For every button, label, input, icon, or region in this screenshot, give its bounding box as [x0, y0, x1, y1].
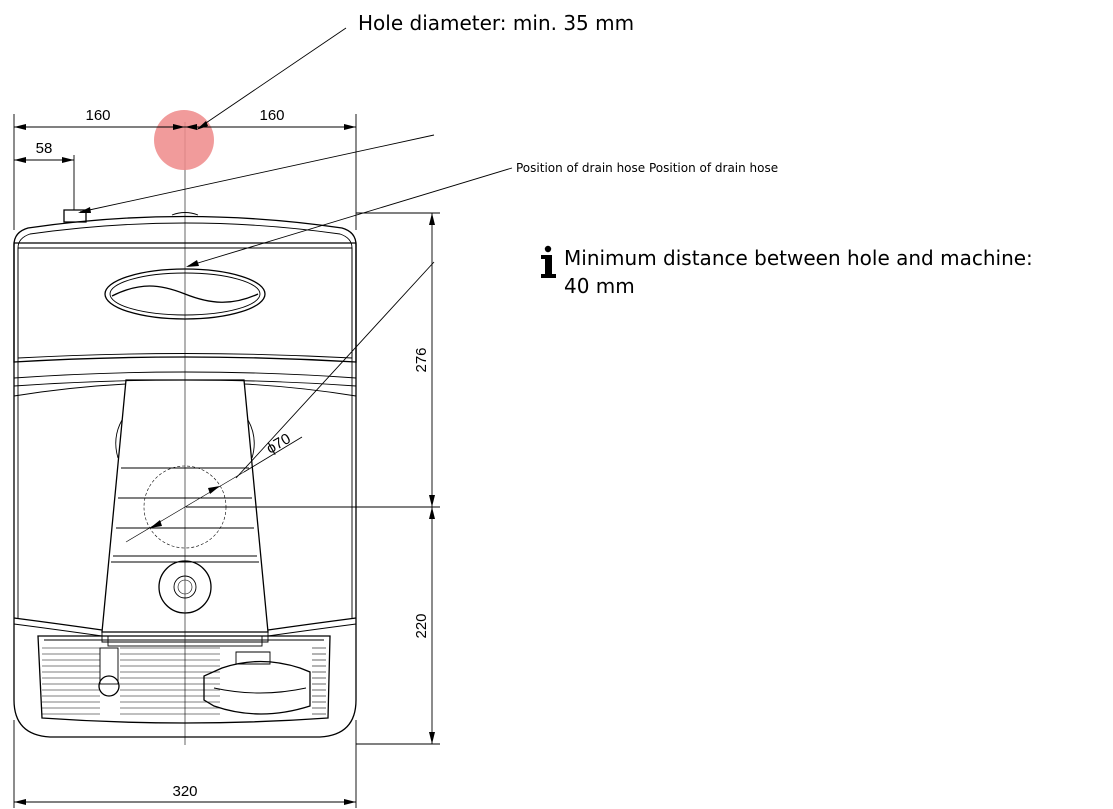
leader-lines	[78, 27, 513, 479]
dimension-top-width: 160 160	[13, 107, 357, 230]
dim-upper-height: 276	[413, 347, 430, 372]
drain-hose-circle: ϕ70	[125, 430, 303, 549]
info-note: Minimum distance between hole and machin…	[541, 245, 1033, 298]
dim-half-right: 160	[259, 107, 284, 124]
hole-marker	[154, 110, 214, 170]
drip-tray-float	[98, 647, 311, 715]
note-line-1: Minimum distance between hole and machin…	[564, 246, 1033, 270]
note-line-2: 40 mm	[564, 274, 635, 298]
dim-half-left: 160	[85, 107, 110, 124]
dim-width: 320	[172, 783, 197, 800]
dim-offset: 58	[36, 140, 53, 157]
drip-tray-grille	[42, 647, 326, 715]
dimension-offset: 58	[14, 140, 75, 210]
dimension-heights: 276 220	[186, 212, 440, 745]
info-icon	[541, 245, 556, 278]
diameter-label: ϕ70	[264, 430, 294, 457]
hole-diameter-callout: Hole diameter: min. 35 mm	[358, 11, 634, 35]
dim-lower-height: 220	[413, 613, 430, 638]
dimension-bottom-width: 320	[13, 720, 357, 808]
drain-hose-callout: Position of drain hose Position of drain…	[516, 161, 778, 175]
